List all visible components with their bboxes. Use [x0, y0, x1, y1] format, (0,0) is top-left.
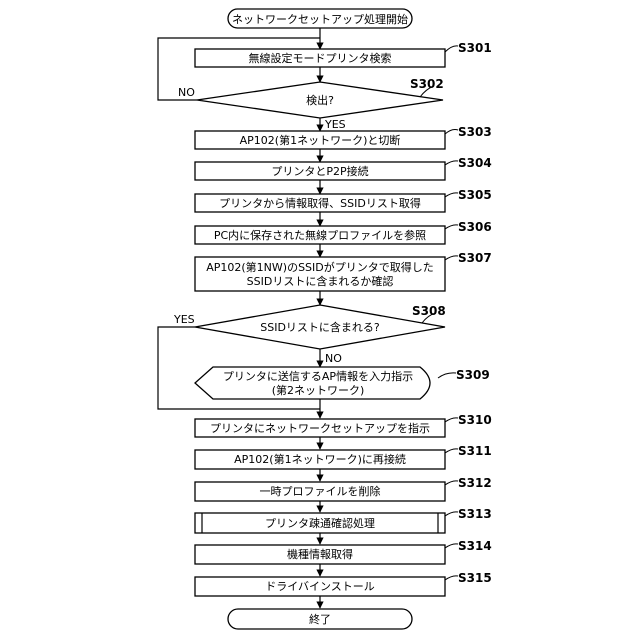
step-s314-leader [445, 544, 458, 548]
step-s301: 無線設定モードプリンタ検索 S301 [195, 41, 492, 67]
step-s309-leader [438, 373, 456, 378]
step-s307-id: S307 [458, 251, 492, 265]
step-s313-leader [445, 512, 458, 516]
decision-s308-label: SSIDリストに含まれる? [260, 320, 380, 334]
step-s312-leader [445, 481, 458, 485]
step-s315-id: S315 [458, 571, 492, 585]
start-terminator: ネットワークセットアップ処理開始 [228, 9, 412, 28]
step-s304: プリンタとP2P接続 S304 [195, 156, 492, 180]
decision-s308-id: S308 [412, 304, 446, 318]
end-terminator: 終了 [228, 609, 412, 629]
decision-s302-label: 検出? [306, 93, 334, 107]
step-s306-leader [445, 225, 458, 229]
step-s305: プリンタから情報取得、SSIDリスト取得 S305 [195, 188, 492, 212]
step-s305-label: プリンタから情報取得、SSIDリスト取得 [219, 197, 421, 210]
step-s304-id: S304 [458, 156, 492, 170]
step-s301-id: S301 [458, 41, 492, 55]
step-s307: AP102(第1NW)のSSIDがプリンタで取得した SSIDリストに含まれるか… [195, 251, 492, 291]
step-s309: プリンタに送信するAP情報を入力指示 (第2ネットワーク) S309 [195, 367, 490, 399]
step-s313: プリンタ疎通確認処理 S313 [195, 507, 492, 533]
decision-s308-no-label: NO [325, 352, 342, 365]
step-s303-id: S303 [458, 125, 492, 139]
step-s310-label: プリンタにネットワークセットアップを指示 [210, 421, 430, 435]
step-s306-label: PC内に保存された無線プロファイルを参照 [214, 228, 426, 242]
step-s312-label: 一時プロファイルを削除 [260, 484, 381, 498]
step-s310-id: S310 [458, 413, 492, 427]
step-s307-leader [445, 256, 458, 260]
step-s312: 一時プロファイルを削除 S312 [195, 476, 492, 501]
decision-s302: 検出? S302 NO YES [178, 77, 444, 131]
step-s303-label: AP102(第1ネットワーク)と切断 [240, 133, 401, 147]
step-s304-leader [445, 161, 458, 165]
step-s309-id: S309 [456, 368, 490, 382]
step-s313-label: プリンタ疎通確認処理 [265, 516, 375, 530]
step-s314: 機種情報取得 S314 [195, 539, 492, 564]
start-label: ネットワークセットアップ処理開始 [232, 12, 408, 26]
step-s305-id: S305 [458, 188, 492, 202]
step-s311: AP102(第1ネットワーク)に再接続 S311 [195, 444, 492, 469]
step-s306-id: S306 [458, 220, 492, 234]
step-s314-label: 機種情報取得 [287, 547, 353, 561]
decision-s308: SSIDリストに含まれる? S308 YES NO [173, 304, 446, 365]
step-s311-leader [445, 449, 458, 453]
step-s309-line1: プリンタに送信するAP情報を入力指示 [223, 369, 413, 383]
step-s303-leader [445, 130, 458, 135]
step-s305-leader [445, 193, 458, 197]
step-s314-id: S314 [458, 539, 492, 553]
step-s301-leader [445, 46, 458, 52]
step-s315: ドライバインストール S315 [195, 571, 492, 596]
step-s315-leader [445, 576, 458, 580]
step-s313-id: S313 [458, 507, 492, 521]
step-s307-line1: AP102(第1NW)のSSIDがプリンタで取得した [206, 260, 434, 274]
step-s301-label: 無線設定モードプリンタ検索 [249, 51, 392, 65]
step-s310: プリンタにネットワークセットアップを指示 S310 [195, 413, 492, 437]
step-s310-leader [445, 418, 458, 422]
step-s306: PC内に保存された無線プロファイルを参照 S306 [195, 220, 492, 244]
step-s315-label: ドライバインストール [265, 580, 375, 593]
decision-s302-no-label: NO [178, 86, 195, 99]
decision-s302-yes-label: YES [324, 118, 346, 131]
step-s307-line2: SSIDリストに含まれるか確認 [247, 274, 394, 288]
step-s309-line2: (第2ネットワーク) [272, 383, 365, 397]
decision-s302-id: S302 [410, 77, 444, 91]
step-s311-id: S311 [458, 444, 492, 458]
decision-s308-yes-label: YES [173, 313, 195, 326]
step-s311-label: AP102(第1ネットワーク)に再接続 [234, 452, 406, 466]
end-label: 終了 [309, 612, 331, 626]
step-s312-id: S312 [458, 476, 492, 490]
step-s304-label: プリンタとP2P接続 [271, 164, 368, 178]
